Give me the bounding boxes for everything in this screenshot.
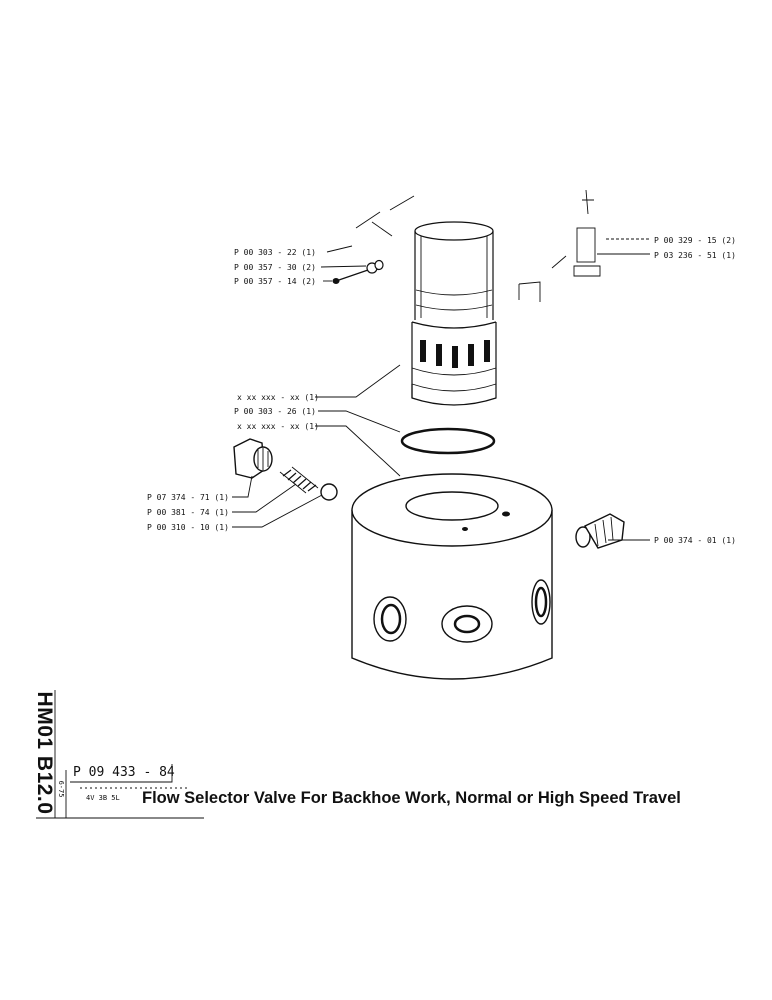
part-label: P 00 310 - 10 (1) — [147, 523, 229, 532]
part-label: P 00 357 - 14 (2) — [234, 277, 316, 286]
page-code: HM01 B12.0 — [33, 688, 56, 818]
revision-date: 6-75 — [55, 775, 67, 803]
title-block-rules — [36, 690, 204, 819]
hex-plug — [233, 438, 273, 479]
valve-body — [351, 473, 553, 680]
part-label: P 00 374 - 01 (1) — [654, 536, 736, 545]
model-codes: 4V 3B 5L — [86, 794, 120, 802]
part-label: P 00 303 - 22 (1) — [234, 248, 316, 257]
o-ring — [400, 427, 496, 455]
page-code-text: HM01 B12.0 — [33, 691, 56, 815]
small-screw — [332, 259, 384, 284]
left-part-labels: P 00 303 - 22 (1) P 00 357 - 30 (2) P 00… — [147, 248, 319, 532]
part-label: x xx xxx - xx (1) — [237, 422, 319, 431]
sleeve-slots — [420, 340, 490, 368]
body-ports — [373, 579, 551, 643]
part-label: P 00 381 - 74 (1) — [147, 508, 229, 517]
part-label: P 03 236 - 51 (1) — [654, 251, 736, 260]
revision-date-text: 6-75 — [57, 780, 65, 798]
part-label: x xx xxx - xx (1) — [237, 393, 319, 402]
upper-fragments — [355, 189, 601, 302]
check-ball — [320, 483, 338, 501]
right-part-labels: P 00 329 - 15 (2) P 03 236 - 51 (1) P 00… — [654, 236, 736, 545]
part-label: P 00 303 - 26 (1) — [234, 407, 316, 416]
part-label: P 07 374 - 71 (1) — [147, 493, 229, 502]
drawing-title: Flow Selector Valve For Backhoe Work, No… — [142, 789, 681, 807]
part-label: P 00 357 - 30 (2) — [234, 263, 316, 272]
assembly-part-number: P 09 433 - 84 — [73, 765, 175, 780]
part-label: P 00 329 - 15 (2) — [654, 236, 736, 245]
spring — [279, 466, 319, 494]
spool-sleeve — [411, 221, 497, 406]
leader-lines — [232, 238, 650, 541]
right-plug — [575, 513, 625, 549]
